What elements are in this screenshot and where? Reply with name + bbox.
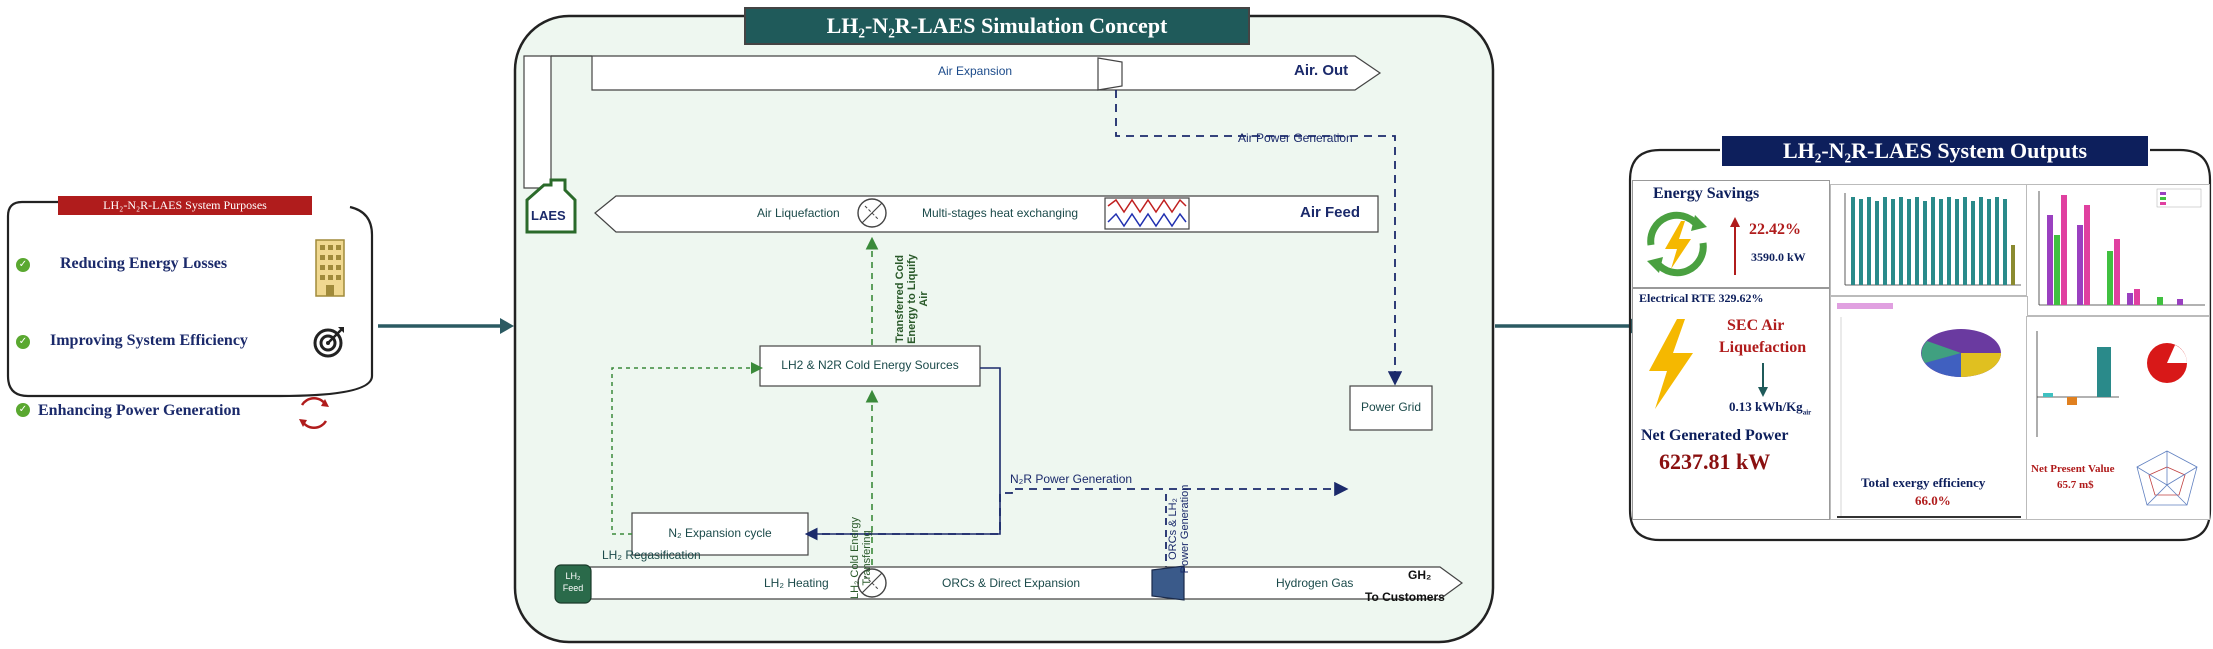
lh2-feed-line-1: LH₂	[565, 571, 581, 581]
check-icon: ✓	[16, 258, 30, 272]
purpose-item-3: ✓ Enhancing Power Generation	[14, 396, 354, 431]
bar-chart-thumbnail-1	[1830, 184, 2028, 296]
up-arrow-icon	[1729, 217, 1741, 282]
purpose-label: Reducing Energy Losses	[60, 255, 228, 272]
lh2-feed-line-2: Feed	[562, 583, 584, 593]
recycle-bolt-icon	[1639, 207, 1719, 286]
building-icon	[310, 236, 350, 303]
purpose-item-1: ✓ Reducing Energy Losses	[14, 239, 354, 297]
right-panel-title: LH₂-N₂R-LAES System Outputs	[1722, 136, 2148, 166]
gh2-label: GH₂	[1408, 568, 1432, 582]
left-panel-title: LH₂-N₂R-LAES System Purposes	[58, 196, 312, 215]
multi-stage-label: Multi-stages heat exchanging	[922, 206, 1079, 220]
exergy-value: 66.0%	[1915, 493, 1951, 508]
sec-line-1: SEC Air	[1727, 317, 1785, 334]
air-out-label: Air. Out	[1294, 62, 1349, 79]
purpose-label: Improving System Efficiency	[50, 332, 248, 349]
to-customers-label: To Customers	[1365, 590, 1445, 604]
sec-card: Electrical RTE 329.62% SEC Air Liquefact…	[1632, 288, 1830, 520]
sec-value-number: 0.13 kWh/Kg	[1729, 399, 1803, 414]
npv-label: Net Present Value	[2031, 463, 2115, 475]
electrical-rte-label: Electrical RTE 329.62%	[1639, 291, 1764, 305]
energy-savings-card: Energy Savings 22.42% 3590.0 kW	[1632, 180, 1830, 288]
net-power-label: Net Generated Power	[1641, 427, 1789, 444]
check-icon: ✓	[16, 403, 30, 417]
npv-card: Net Present Value 65.7 m$	[2026, 316, 2210, 520]
energy-savings-label: Energy Savings	[1653, 185, 1760, 202]
check-icon: ✓	[16, 335, 30, 349]
purpose-label: Enhancing Power Generation	[38, 402, 241, 419]
npv-value: 65.7 m$	[2057, 479, 2094, 491]
air-expansion-label: Air Expansion	[938, 64, 1013, 78]
purpose-item-2: ✓ Improving System Efficiency	[14, 327, 354, 361]
cycle-arrows-icon	[294, 393, 334, 438]
pie-chart-thumbnail: Total exergy efficiency 66.0%	[1830, 296, 2028, 520]
air-feed-label: Air Feed	[1300, 204, 1361, 221]
savings-kw: 3590.0 kW	[1751, 250, 1806, 264]
cold-sources-label: LH2 & N2R Cold Energy Sources	[781, 358, 959, 372]
power-grid-label: Power Grid	[1360, 400, 1422, 414]
air-liquefaction-label: Air Liquefaction	[757, 206, 840, 220]
sec-line-2: Liquefaction	[1719, 339, 1807, 356]
exergy-label: Total exergy efficiency	[1861, 475, 1986, 490]
net-power-value: 6237.81 kW	[1659, 449, 1771, 474]
target-icon	[312, 325, 346, 364]
bolt-icon	[1643, 319, 1699, 414]
sec-value: 0.13 kWh/Kgair	[1729, 399, 1811, 417]
lh2-regasification-label: LH₂ Regasification	[602, 548, 701, 562]
laes-label: LAES	[531, 208, 566, 223]
air-power-generation-label: Air Power Generation	[1238, 131, 1353, 145]
sec-value-sub: air	[1802, 408, 1812, 417]
n2-expansion-label: N₂ Expansion cycle	[668, 526, 772, 540]
bar-chart-thumbnail-2	[2026, 184, 2210, 316]
savings-pct: 22.42%	[1749, 221, 1801, 238]
down-arrow-icon	[1757, 363, 1769, 402]
n2r-power-label: N₂R Power Generation	[1010, 472, 1133, 486]
center-title: LH₂-N₂R-LAES Simulation Concept	[744, 7, 1250, 45]
hydrogen-gas-label: Hydrogen Gas	[1276, 576, 1354, 590]
lh2-heating-label: LH₂ Heating	[764, 576, 829, 590]
lh2-feed-label: LH₂ Feed	[555, 570, 591, 594]
orcs-direct-label: ORCs & Direct Expansion	[942, 576, 1081, 590]
